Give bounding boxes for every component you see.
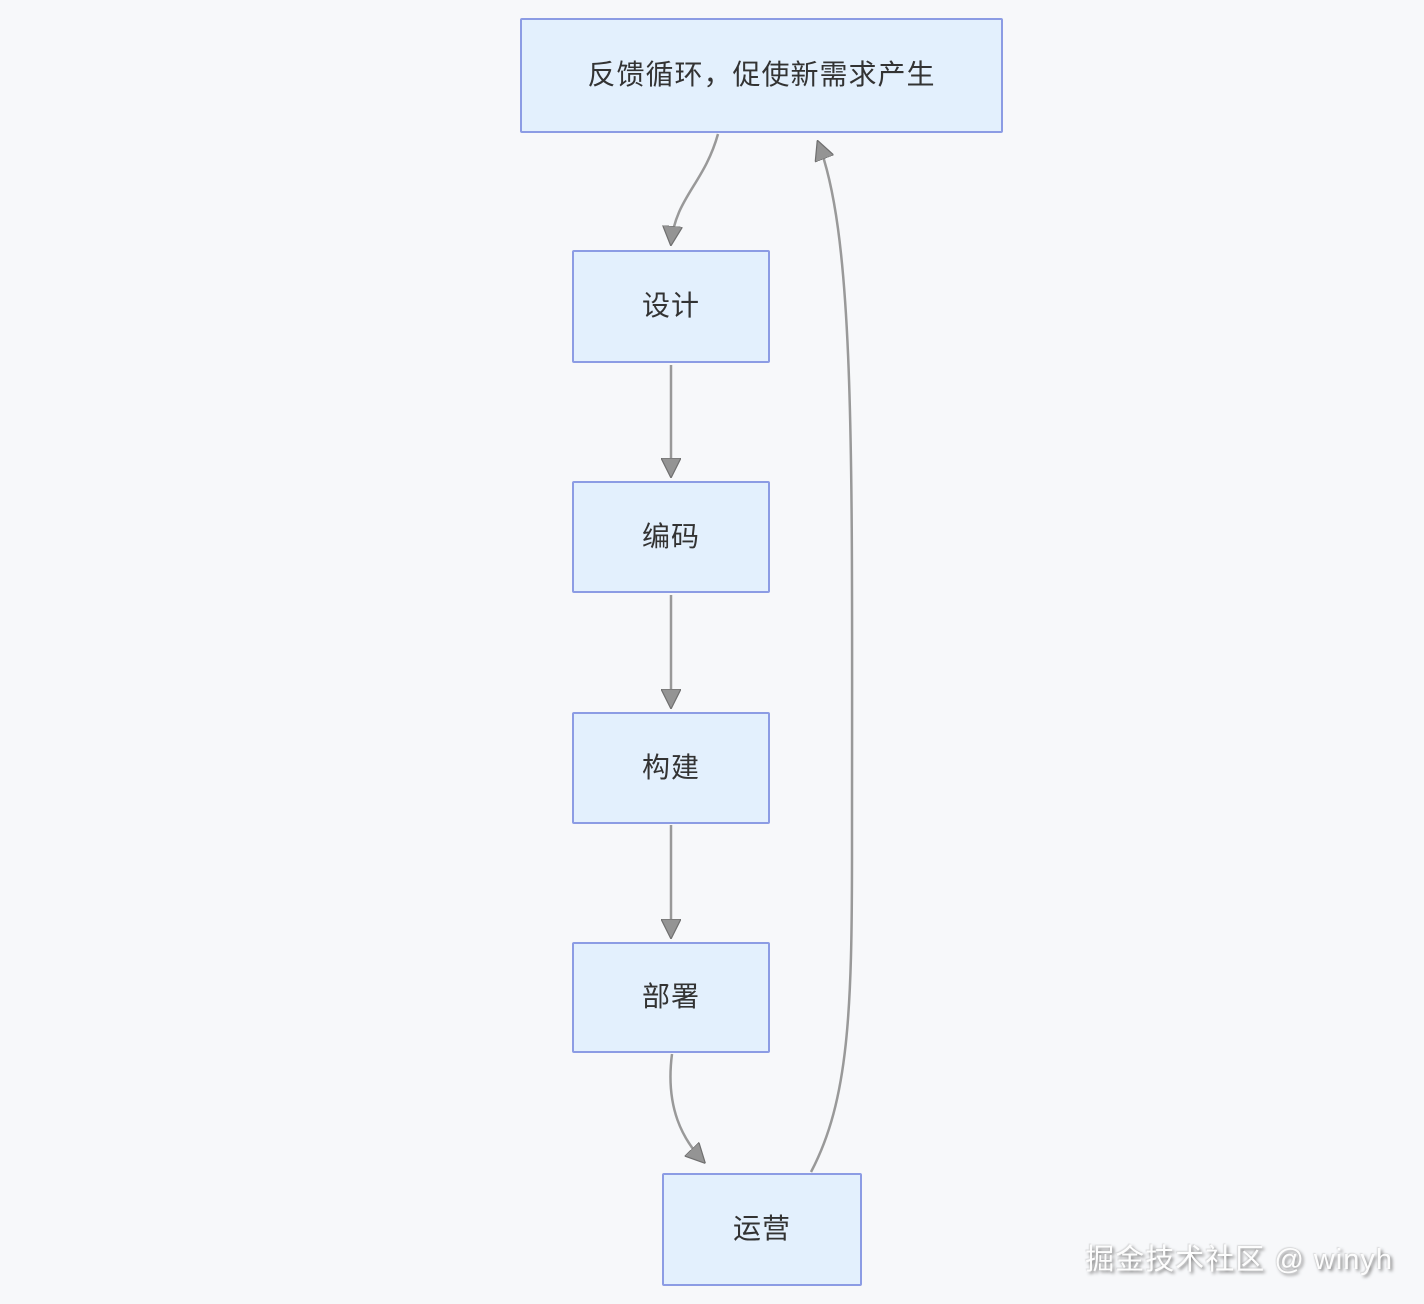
node-ops-label: 运营 <box>732 1213 791 1245</box>
edge-ops-to-feedback <box>809 142 854 1173</box>
node-deploy: 部署 <box>572 942 770 1053</box>
node-design: 设计 <box>572 250 770 363</box>
node-build-label: 构建 <box>641 751 700 783</box>
node-ops: 运营 <box>662 1173 862 1286</box>
node-coding-label: 编码 <box>641 520 700 552</box>
node-feedback-label: 反馈循环，促使新需求产生 <box>587 59 936 91</box>
edge-deploy-to-ops <box>669 1053 704 1162</box>
node-feedback: 反馈循环，促使新需求产生 <box>520 18 1003 133</box>
node-design-label: 设计 <box>641 290 700 322</box>
node-coding: 编码 <box>572 481 770 593</box>
edge-feedback-to-design <box>671 133 720 244</box>
node-build: 构建 <box>572 712 770 824</box>
node-deploy-label: 部署 <box>641 981 700 1013</box>
watermark: 掘金技术社区 @ winyh <box>1085 1244 1393 1276</box>
